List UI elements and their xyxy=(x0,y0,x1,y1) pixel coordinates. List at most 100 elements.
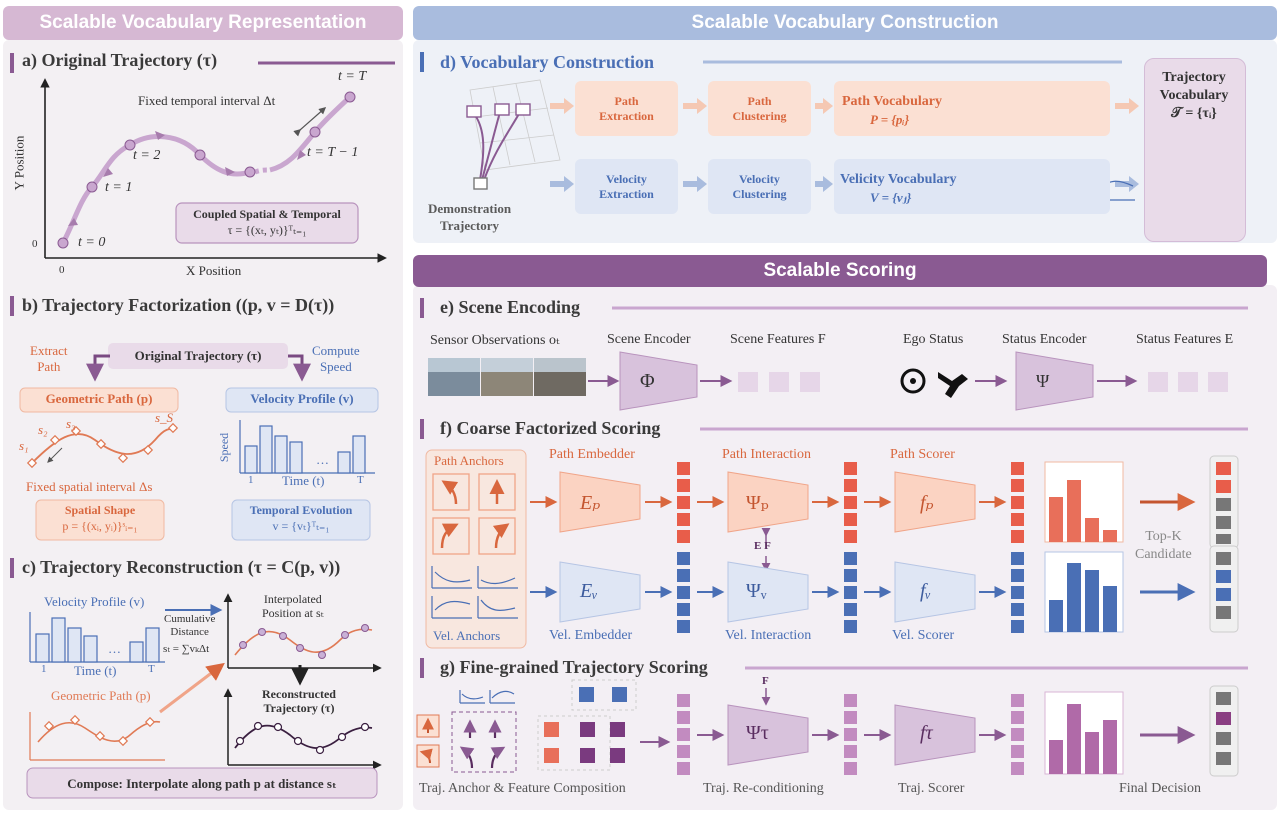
b-velocity-bars xyxy=(244,425,366,474)
d-vel-vocab-box xyxy=(834,159,1110,214)
c-reconstructed-label: Reconstructed Trajectory (τ) xyxy=(262,687,336,716)
f-path-anchors-label: Path Anchors xyxy=(434,453,504,468)
g-vel-icons xyxy=(459,690,515,704)
left-panel xyxy=(3,40,403,810)
f-path-hist-bars xyxy=(1049,480,1117,542)
g-hist-bars xyxy=(1049,704,1117,774)
c-tick-T: T xyxy=(148,663,155,675)
banner-vocabulary-representation: Scalable Vocabulary Representation xyxy=(3,6,403,40)
f-vel-tokens-2 xyxy=(844,552,857,633)
d-traj-vocab-formula: 𝒯 = {τᵢ} xyxy=(1171,106,1217,121)
e-status-encoder-label: Status Encoder xyxy=(1002,332,1087,347)
f-topk-label: Top-K Candidate xyxy=(1135,529,1192,563)
b-time-label: Time (t) xyxy=(282,473,325,488)
b-speed-label: Speed xyxy=(217,432,232,463)
c-tick-1: 1 xyxy=(41,663,47,675)
a-box-line2: τ = {(xₜ, yₜ)}ᵀₜ₌₁ xyxy=(227,223,307,237)
a-t0-label: t = 0 xyxy=(78,235,106,250)
d-traj-vocab-box xyxy=(1144,58,1246,242)
c-interp-points xyxy=(239,624,369,659)
g-recond-shape xyxy=(727,704,809,766)
f-path-embedder-shape xyxy=(559,471,641,533)
a-y-axis-label: Y Position xyxy=(11,135,27,191)
f-vel-interaction-shape xyxy=(727,561,809,623)
g-psi-tau: Ψτ xyxy=(746,722,769,744)
g-scores xyxy=(1011,694,1024,775)
b-geo-points xyxy=(26,422,179,469)
d-vel-vocab-label: Velicity Vocabulary xyxy=(840,172,957,187)
b-temporal-evolution: Temporal Evolution xyxy=(249,503,353,517)
g-final xyxy=(1216,692,1231,765)
c-cumulative-label: Cumulative Distance xyxy=(164,613,216,638)
b-tick-1: 1 xyxy=(248,474,254,486)
f-path-interaction-label: Path Interaction xyxy=(722,447,812,462)
b-spatial-box xyxy=(35,499,165,541)
section-mark-c xyxy=(10,558,14,578)
e-scene-features xyxy=(738,372,820,392)
b-s1: s₁ xyxy=(19,438,29,453)
section-a-title: a) Original Trajectory (τ) xyxy=(22,50,218,70)
b-spatial-formula: p = {(xᵢ, yᵢ)}ˢᵢ₌₁ xyxy=(62,519,138,533)
d-path-vocab-box xyxy=(834,81,1110,136)
a-direction-arrows xyxy=(68,131,306,226)
b-geo-path-box xyxy=(19,387,179,413)
a-tT1-label: t = T − 1 xyxy=(307,145,359,160)
d-vel-extraction-box: Velocity Extraction xyxy=(575,159,678,214)
section-b-title: b) Trajectory Factorization ((p, v = D(τ… xyxy=(22,295,335,315)
e-ego-icons xyxy=(900,368,968,398)
b-original-label: Original Trajectory (τ) xyxy=(134,348,262,363)
e-status-features xyxy=(1148,372,1228,392)
b-vel-profile-label: Velocity Profile (v) xyxy=(250,391,354,406)
b-spatial-shape: Spatial Shape xyxy=(64,503,136,517)
c-interpolated-label: Interpolated Position at sₜ xyxy=(262,592,324,621)
section-f-title: f) Coarse Factorized Scoring xyxy=(440,418,661,438)
f-Ev: Eᵥ xyxy=(580,580,598,602)
f-path-scorer-label: Path Scorer xyxy=(890,447,955,462)
d-traj-vocab-label: Trajectory Vocabulary xyxy=(1159,70,1229,103)
g-feature-tokens xyxy=(544,722,625,763)
f-ef: E F xyxy=(754,540,771,552)
g-anchor-comp-label: Traj. Anchor & Feature Composition xyxy=(419,781,626,796)
b-geo-curve xyxy=(31,428,176,464)
a-interval-arrow xyxy=(293,107,327,137)
a-tT-label: t = T xyxy=(338,69,367,84)
c-formula: sₜ = ∑vₖΔt xyxy=(163,643,210,655)
b-dots: … xyxy=(316,452,329,467)
d-path-extraction-box: Path Extraction xyxy=(575,81,678,136)
section-mark-a xyxy=(10,53,14,73)
e-status-features-label: Status Features E xyxy=(1136,332,1234,347)
b-tick-T: T xyxy=(357,474,364,486)
d-demo-paths xyxy=(474,111,521,181)
c-time-label: Time (t) xyxy=(74,663,117,678)
a-t2-label: t = 2 xyxy=(133,148,161,163)
e-scene-encoder-label: Scene Encoder xyxy=(607,332,691,347)
g-scorer-shape xyxy=(894,704,976,766)
section-d-title: d) Vocabulary Construction xyxy=(440,52,655,72)
g-composed-anchors-frame xyxy=(451,711,517,773)
f-vel-anchors-label: Vel. Anchors xyxy=(433,628,501,643)
g-final-label: Final Decision xyxy=(1119,781,1202,796)
d-vel-clustering-box: Velocity Clustering xyxy=(708,159,811,214)
c-compose-box xyxy=(26,767,378,799)
f-vel-hist-bars xyxy=(1049,563,1117,632)
a-origin-y: 0 xyxy=(32,238,38,250)
a-coupled-box xyxy=(175,202,359,244)
b-spatial-interval: Fixed spatial interval Δs xyxy=(26,479,153,494)
a-origin-x: 0 xyxy=(59,264,65,276)
e-sensor-label: Sensor Observations oₜ xyxy=(430,333,560,348)
f-fp: fₚ xyxy=(920,492,934,514)
f-path-anchor-boxes xyxy=(432,473,516,555)
banner-scalable-scoring: Scalable Scoring xyxy=(413,255,1267,287)
a-t1-label: t = 1 xyxy=(105,180,133,195)
e-status-encoder-shape xyxy=(1015,351,1094,411)
g-tokens-1 xyxy=(677,694,690,775)
b-s2: s₂ xyxy=(38,422,48,437)
e-psi: Ψ xyxy=(1036,371,1050,391)
f-vel-tokens-1 xyxy=(677,552,690,633)
b-sS: s_S xyxy=(155,410,174,425)
f-path-tokens-1 xyxy=(677,462,690,543)
section-c-title: c) Trajectory Reconstruction (τ = C(p, v… xyxy=(22,557,341,577)
d-path-vocab-formula: P = {pᵢ} xyxy=(870,112,910,127)
d-arrows xyxy=(550,98,1139,192)
f-vel-scorer-label: Vel. Scorer xyxy=(892,628,955,643)
